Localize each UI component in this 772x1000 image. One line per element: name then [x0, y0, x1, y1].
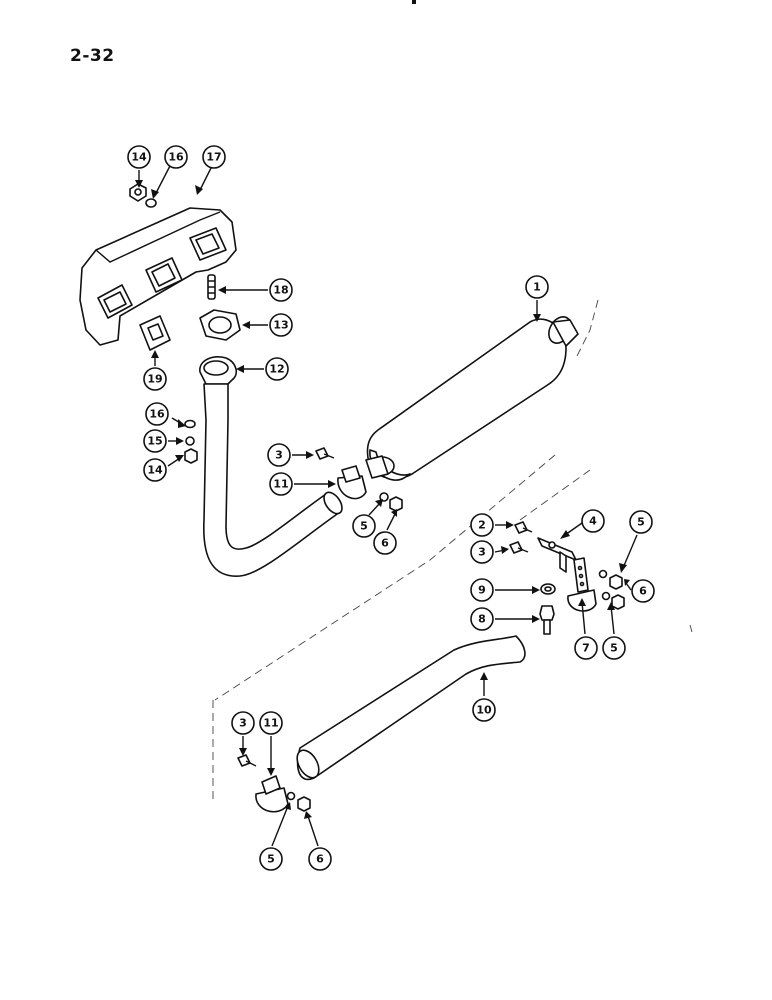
bracket-washer [540, 583, 556, 595]
svg-text:1: 1 [533, 281, 541, 294]
callout-3: 3 [470, 540, 494, 564]
bracket-bolts [509, 521, 533, 554]
callout-5: 5 [259, 847, 283, 871]
svg-text:7: 7 [582, 642, 590, 655]
callout-3: 3 [231, 711, 255, 735]
svg-text:6: 6 [316, 853, 324, 866]
callout-11: 11 [269, 472, 293, 496]
svg-text:5: 5 [267, 853, 275, 866]
svg-text:4: 4 [589, 515, 597, 528]
svg-text:3: 3 [478, 546, 486, 559]
svg-text:11: 11 [263, 717, 278, 730]
svg-text:18: 18 [273, 284, 288, 297]
svg-text:10: 10 [476, 704, 492, 717]
svg-text:13: 13 [273, 319, 288, 332]
svg-text:5: 5 [610, 642, 618, 655]
callout-15: 15 [143, 429, 167, 453]
svg-text:17: 17 [206, 151, 221, 164]
svg-text:6: 6 [381, 537, 389, 550]
callout-14: 14 [127, 145, 151, 169]
tail-pipe [296, 635, 526, 781]
svg-text:5: 5 [360, 520, 368, 533]
svg-text:3: 3 [239, 717, 247, 730]
page-top-mark [412, 0, 416, 4]
strap-clamp [567, 557, 597, 612]
callout-17: 17 [202, 145, 226, 169]
svg-text:8: 8 [478, 613, 486, 626]
lower-fastener-stack [184, 419, 198, 464]
callout-12: 12 [265, 357, 289, 381]
callout-7: 7 [574, 636, 598, 660]
callout-5: 5 [352, 514, 376, 538]
manifold-stud [207, 274, 216, 300]
svg-text:3: 3 [275, 449, 283, 462]
callout-8: 8 [470, 607, 494, 631]
svg-text:2: 2 [478, 519, 486, 532]
svg-text:12: 12 [269, 363, 284, 376]
svg-text:16: 16 [149, 408, 165, 421]
callout-2: 2 [470, 513, 494, 537]
callout-5: 5 [602, 636, 626, 660]
callout-6: 6 [308, 847, 332, 871]
svg-text:5: 5 [637, 516, 645, 529]
strap-nuts [598, 569, 625, 610]
callout-4: 4 [581, 509, 605, 533]
manifold-gasket-13 [199, 309, 241, 341]
callout-18: 18 [269, 278, 293, 302]
exhaust-manifold [79, 207, 237, 346]
manifold-washer [145, 198, 157, 208]
pipe-clamp-upper [337, 465, 367, 500]
callout-6: 6 [373, 531, 397, 555]
callout-16: 16 [164, 145, 188, 169]
assembly-centerlines [212, 299, 693, 800]
callout-10: 10 [472, 698, 496, 722]
exhaust-down-pipe [199, 356, 343, 577]
clamp-bolt-upper [315, 447, 335, 460]
manifold-nut [129, 183, 147, 202]
manifold-gasket-19 [139, 315, 171, 351]
muffler [365, 316, 579, 481]
callout-11: 11 [259, 711, 283, 735]
callout-14: 14 [143, 458, 167, 482]
leader-lines [135, 161, 638, 847]
callout-13: 13 [269, 313, 293, 337]
clamp-nuts-upper [379, 492, 403, 512]
pipe-clamp-lower [255, 775, 289, 813]
svg-text:14: 14 [131, 151, 147, 164]
callout-5: 5 [629, 510, 653, 534]
svg-text:6: 6 [639, 585, 647, 598]
callout-16: 16 [145, 402, 169, 426]
svg-text:15: 15 [147, 435, 162, 448]
callout-6: 6 [631, 579, 655, 603]
callout-1: 1 [525, 275, 549, 299]
callout-9: 9 [470, 578, 494, 602]
svg-text:16: 16 [168, 151, 184, 164]
callout-3: 3 [267, 443, 291, 467]
svg-text:9: 9 [478, 584, 486, 597]
clamp-bolt-lower [237, 754, 257, 767]
clamp-nuts-lower [286, 791, 311, 812]
svg-text:19: 19 [147, 373, 162, 386]
svg-text:11: 11 [273, 478, 288, 491]
callout-19: 19 [143, 367, 167, 391]
page-number: 2-32 [70, 46, 115, 66]
bracket-bolt-8 [539, 605, 555, 635]
svg-text:14: 14 [147, 464, 163, 477]
muffler-bracket [537, 537, 577, 573]
